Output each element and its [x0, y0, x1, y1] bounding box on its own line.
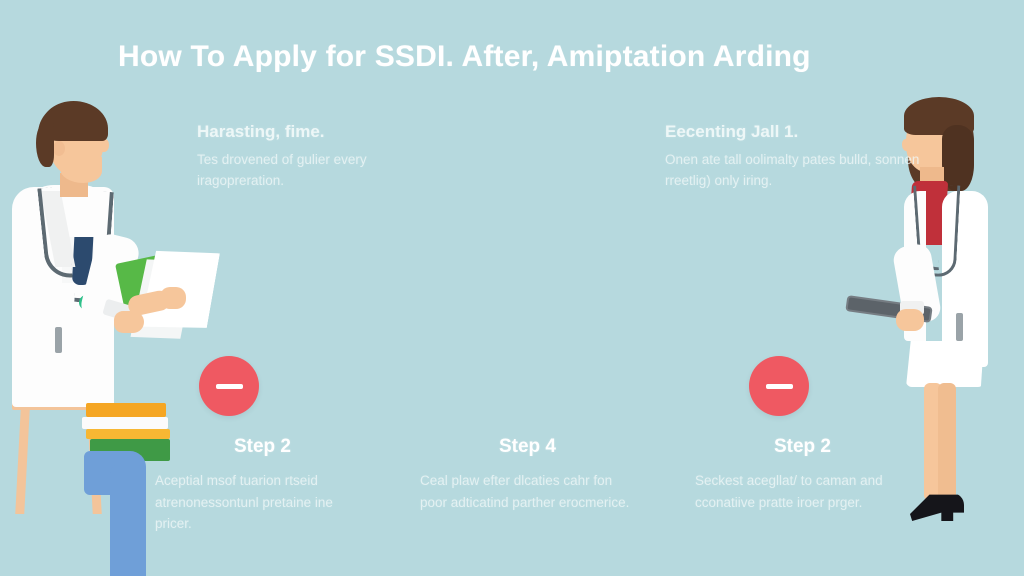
step-3-body: Seckest acegllat/ to caman and cconatiiv… [695, 473, 883, 510]
step-block-1: Step 2 Aceptial msof tuarion rtseid atre… [155, 436, 370, 535]
chin-shape [60, 157, 102, 183]
book-gold-shape [86, 429, 170, 439]
leg-left-shape [924, 383, 942, 501]
ear-shape [53, 141, 65, 156]
book-white-shape [82, 417, 168, 429]
step-badge-right [749, 356, 809, 416]
minus-icon [765, 383, 793, 389]
coat-right-panel-shape [942, 191, 988, 367]
book-orange-shape [86, 403, 166, 417]
coat-pocket-pen-shape [956, 313, 963, 341]
hair-sideburn-shape [36, 123, 54, 167]
intro-left-heading: Harasting, fime. [197, 122, 325, 141]
black-ankle-boot-shape [910, 494, 964, 521]
intro-right-heading: Eecenting Jall 1. [665, 122, 799, 141]
intro-right-body: Onen ate tall oolimalty pates bulld, son… [665, 152, 920, 188]
shin-shape [110, 465, 146, 576]
step-block-3: Step 2 Seckest acegllat/ to caman and cc… [695, 436, 910, 513]
hair-tail-shape [942, 125, 974, 191]
nose-shape [902, 139, 911, 151]
page-title: How To Apply for SSDI. After, Amiptation… [118, 40, 811, 73]
leg-right-shape [938, 383, 956, 501]
left-hand-shape [114, 311, 144, 333]
right-hand-shape [160, 287, 186, 309]
step-2-body: Ceal plaw efter dlcaties cahr fon poor a… [420, 473, 630, 510]
step-2-heading: Step 4 [498, 436, 557, 457]
step-badge-left [199, 356, 259, 416]
white-skirt-shape [906, 341, 984, 387]
illustration-standing-female-doctor [845, 95, 1024, 525]
hand-shape [896, 309, 924, 331]
nose-shape [99, 139, 109, 152]
step-block-2: Step 4 Ceal plaw efter dlcaties cahr fon… [420, 436, 635, 513]
step-3-heading: Step 2 [773, 436, 832, 457]
step-1-heading: Step 2 [233, 436, 292, 457]
illustration-seated-male-doctor [0, 95, 230, 576]
coat-pocket-pen-shape [55, 327, 62, 353]
step-1-body: Aceptial msof tuarion rtseid atrenonesso… [155, 473, 333, 532]
intro-block-right: Eecenting Jall 1. Onen ate tall oolimalt… [665, 122, 925, 192]
stool-leg-left-shape [15, 409, 30, 514]
intro-block-left: Harasting, fime. Tes drovened of gulier … [197, 122, 447, 192]
minus-icon [215, 383, 243, 389]
intro-left-body: Tes drovened of gulier every iragoprerat… [197, 152, 367, 188]
